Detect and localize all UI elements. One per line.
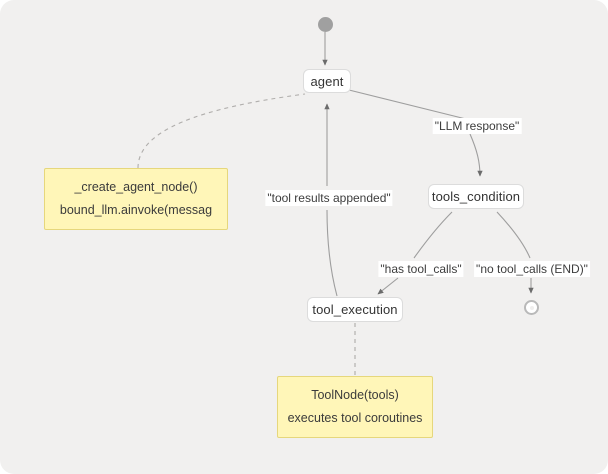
note-tool-execution: ToolNode(tools) executes tool coroutines (277, 376, 433, 438)
note-link-agent (137, 93, 306, 169)
end-node[interactable] (524, 300, 539, 315)
node-agent[interactable]: agent (303, 69, 351, 93)
start-node[interactable] (318, 17, 333, 32)
node-tool-execution-label: tool_execution (312, 302, 398, 317)
edge-label-has-tool-calls: "has tool_calls" (378, 261, 464, 277)
edge-tools-condition-to-tool-execution (413, 211, 453, 259)
node-agent-label: agent (310, 73, 344, 89)
note-agent-line1: _create_agent_node() (74, 179, 198, 194)
edge-tools-condition-to-end (496, 211, 531, 259)
node-tool-execution[interactable]: tool_execution (307, 297, 403, 322)
node-tools-condition-label: tools_condition (431, 189, 521, 204)
node-tools-condition[interactable]: tools_condition (428, 184, 524, 209)
note-agent-line2: bound_llm.ainvoke(messag (59, 203, 213, 217)
edge-label-llm-response: "LLM response" (432, 118, 522, 134)
edge-tools-condition-to-tool-execution-tail (377, 277, 399, 295)
note-tool-line1: ToolNode(tools) (311, 387, 399, 402)
edge-agent-to-tools-condition-tail (469, 133, 483, 177)
edge-tool-execution-to-agent (326, 209, 338, 297)
note-agent: _create_agent_node() bound_llm.ainvoke(m… (44, 168, 228, 230)
edge-label-tool-results-appended: "tool results appended" (265, 190, 393, 206)
edge-agent-to-tools-condition (348, 89, 471, 121)
note-tool-line2: executes tool coroutines (287, 411, 423, 425)
edge-label-no-tool-calls-end: "no tool_calls (END)" (474, 261, 590, 277)
